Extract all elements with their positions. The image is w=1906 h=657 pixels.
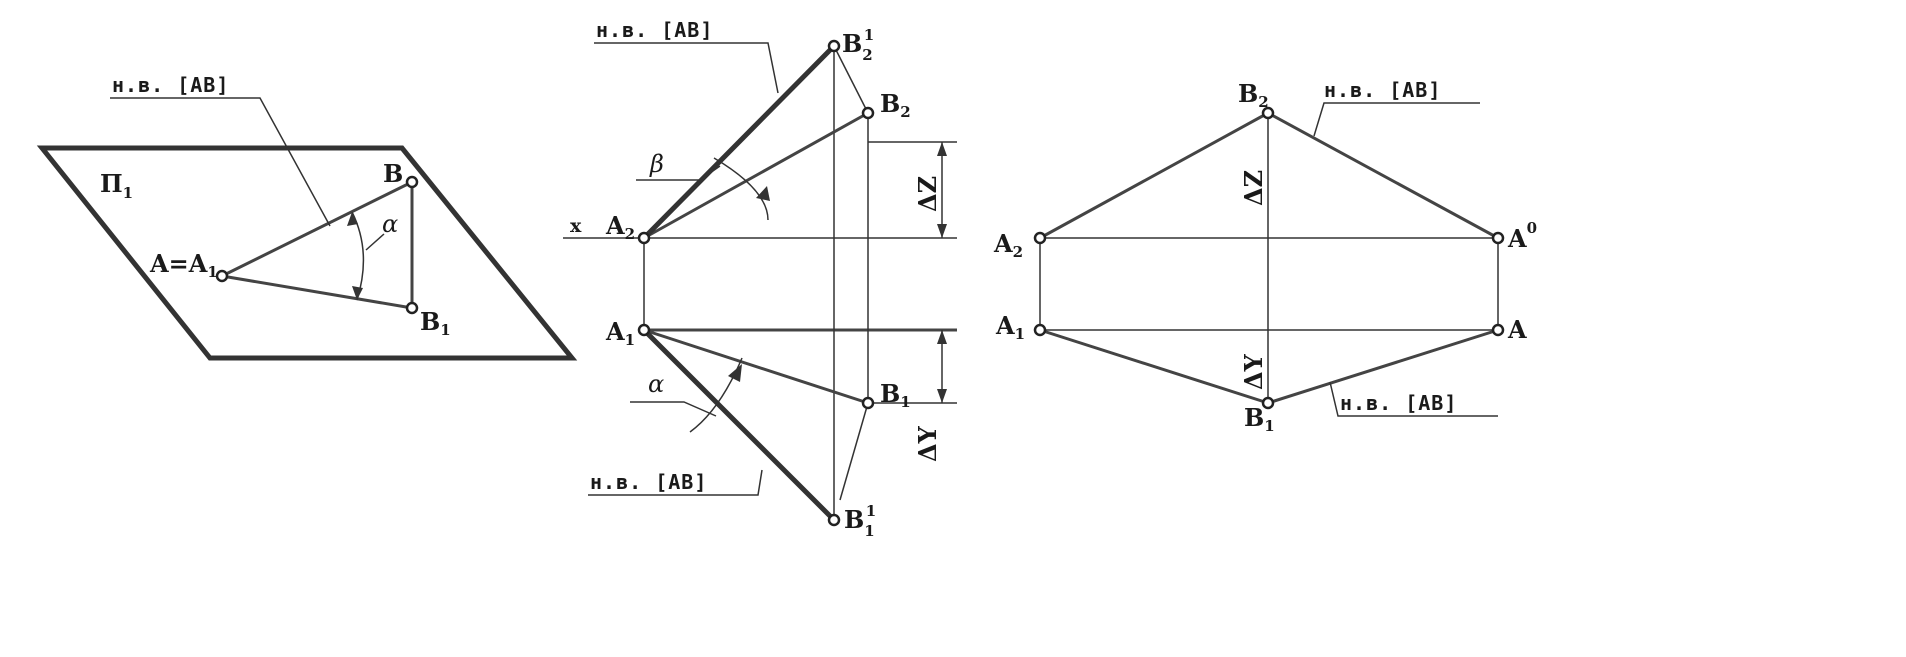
point-a0 (1491, 231, 1505, 245)
point-a1 (1033, 323, 1047, 337)
alpha-arrow (728, 364, 742, 382)
figure-1-plane-rotation: П1 α н.в. [AB] A=A1 B B1 (36, 73, 578, 361)
true-length-label: н.в. [AB] (112, 73, 229, 97)
true-length-top-label: н.в. [AB] (1324, 78, 1441, 102)
figure-3-plane-change: ΔZ ΔY н.в. [AB] н.в. [AB] B2 A2 A0 A1 A … (993, 78, 1537, 435)
delta-z-arrow-top (937, 142, 947, 156)
delta-z-arrow-bottom (937, 224, 947, 238)
true-length-top-leader (594, 42, 779, 94)
true-length-segment (221, 180, 413, 278)
segment-a1-b1 (1039, 328, 1269, 405)
true-length-bottom-label: н.в. [AB] (1340, 391, 1457, 415)
delta-y-arrow-bottom (937, 389, 947, 403)
segment-a2-b2-rotated (642, 44, 836, 240)
figure-2-rotation-method: β α ΔZ ΔY н.в. [AB] н.в. [AB] x A2 A1 B2… (563, 18, 957, 540)
angle-alpha-label: α (648, 370, 664, 398)
segment-b1-b1-rotated (839, 402, 869, 501)
point-b1-label: B1 (420, 307, 451, 339)
point-b2-rotated-label: B21 (842, 26, 874, 64)
segment-a2-b2 (643, 111, 869, 240)
point-b2 (1261, 106, 1275, 120)
point-b2-rotated (827, 39, 841, 53)
point-b1-label: B1 (1244, 403, 1275, 435)
segment-a1-b1 (643, 328, 869, 405)
angle-arc-beta (713, 157, 769, 221)
angle-arrow-bottom (352, 286, 363, 300)
segment-b2-b2-rotated (833, 45, 869, 114)
point-a (1491, 323, 1505, 337)
angle-beta-label: β (649, 150, 664, 178)
point-a2 (1033, 231, 1047, 245)
point-a1-label: A1 (995, 311, 1025, 343)
point-a-label: A (1507, 315, 1527, 344)
axis-x-label: x (570, 215, 582, 237)
alpha-leader (630, 401, 717, 417)
beta-leader (636, 165, 721, 181)
point-a2-label: A2 (605, 211, 635, 243)
delta-y-arrow-top (937, 330, 947, 344)
point-a1-label: A1 (605, 317, 635, 349)
delta-y-label: ΔY (1239, 353, 1268, 390)
true-length-top-leader (1313, 102, 1480, 137)
plane-pi1 (36, 145, 578, 361)
alpha-leader (365, 233, 385, 251)
point-a2-label: A2 (993, 229, 1023, 261)
point-b1-rotated (827, 513, 841, 527)
true-length-leader (110, 97, 331, 227)
plane-label: П1 (100, 169, 133, 202)
point-a1 (637, 323, 651, 337)
segment-b2-a0 (1267, 111, 1499, 240)
point-a0-label: A0 (1507, 219, 1537, 253)
segment-b1-a (1267, 328, 1499, 405)
point-a (215, 269, 229, 283)
beta-arrow (756, 186, 770, 201)
point-b1 (1261, 396, 1275, 410)
point-b1 (405, 301, 419, 315)
delta-z-label: ΔZ (913, 176, 942, 212)
point-b-label: B (383, 159, 403, 188)
segment-a2-b2 (1039, 111, 1269, 240)
projection-segment (221, 274, 413, 310)
point-b2-label: B2 (880, 89, 911, 121)
point-b2 (861, 106, 875, 120)
angle-alpha-label: α (382, 210, 398, 238)
angle-arrow-top (347, 212, 358, 226)
true-length-bottom-label: н.в. [AB] (590, 470, 707, 494)
delta-z-label: ΔZ (1239, 170, 1268, 206)
true-length-bottom-leader (1329, 381, 1498, 417)
true-length-top-label: н.в. [AB] (596, 18, 713, 42)
segment-a1-b1-rotated (642, 328, 836, 522)
point-b1 (861, 396, 875, 410)
true-length-bottom-leader (588, 469, 763, 496)
point-b1-label: B1 (880, 379, 911, 411)
point-a-label: A=A1 (149, 249, 218, 281)
delta-y-label: ΔY (913, 425, 942, 462)
point-a2 (637, 231, 651, 245)
point-b2-label: B2 (1238, 79, 1269, 111)
point-b1-rotated-label: B11 (844, 502, 876, 540)
point-b (405, 175, 419, 189)
